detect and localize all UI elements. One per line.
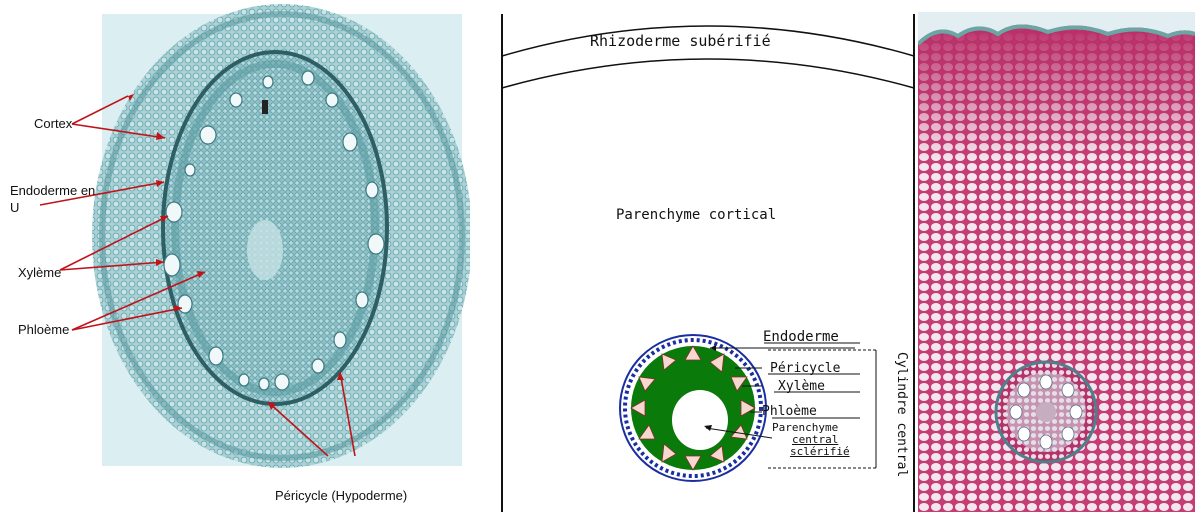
label-endoderme-line2: U	[10, 200, 19, 215]
label-phloeme: Phloème	[18, 322, 69, 337]
central-cylinder-drawing	[620, 335, 772, 481]
root-schematic	[500, 0, 916, 512]
label-pericycle: Péricycle (Hypoderme)	[275, 488, 407, 503]
label-cylindre-central: Cylindre central	[894, 352, 908, 477]
left-micrograph-panel: Cortex Endoderme en U Xylème Phloème Pér…	[0, 0, 470, 512]
label-xyleme: Xylème	[18, 265, 61, 280]
label-parenchyme-cortical: Parenchyme cortical	[616, 208, 776, 223]
middle-schematic-panel: Rhizoderme subérifié Parenchyme cortical…	[500, 0, 916, 512]
stem-cross-section-photo	[0, 0, 470, 512]
stained-root-photo	[918, 12, 1195, 512]
label-endoderme-schema: Endoderme	[763, 330, 839, 345]
right-micrograph-panel	[918, 12, 1195, 512]
label-phloeme-schema: Phloème	[762, 404, 817, 419]
label-cortex: Cortex	[34, 116, 72, 131]
label-pericycle-schema: Péricycle	[770, 361, 840, 376]
stele-drawing	[996, 362, 1096, 462]
label-parenchyme-central-3: sclérifié	[790, 446, 850, 458]
label-xyleme-schema: Xylème	[778, 379, 825, 394]
label-rhizoderme: Rhizoderme subérifié	[590, 34, 771, 49]
label-endoderme-line1: Endoderme en	[10, 183, 95, 198]
